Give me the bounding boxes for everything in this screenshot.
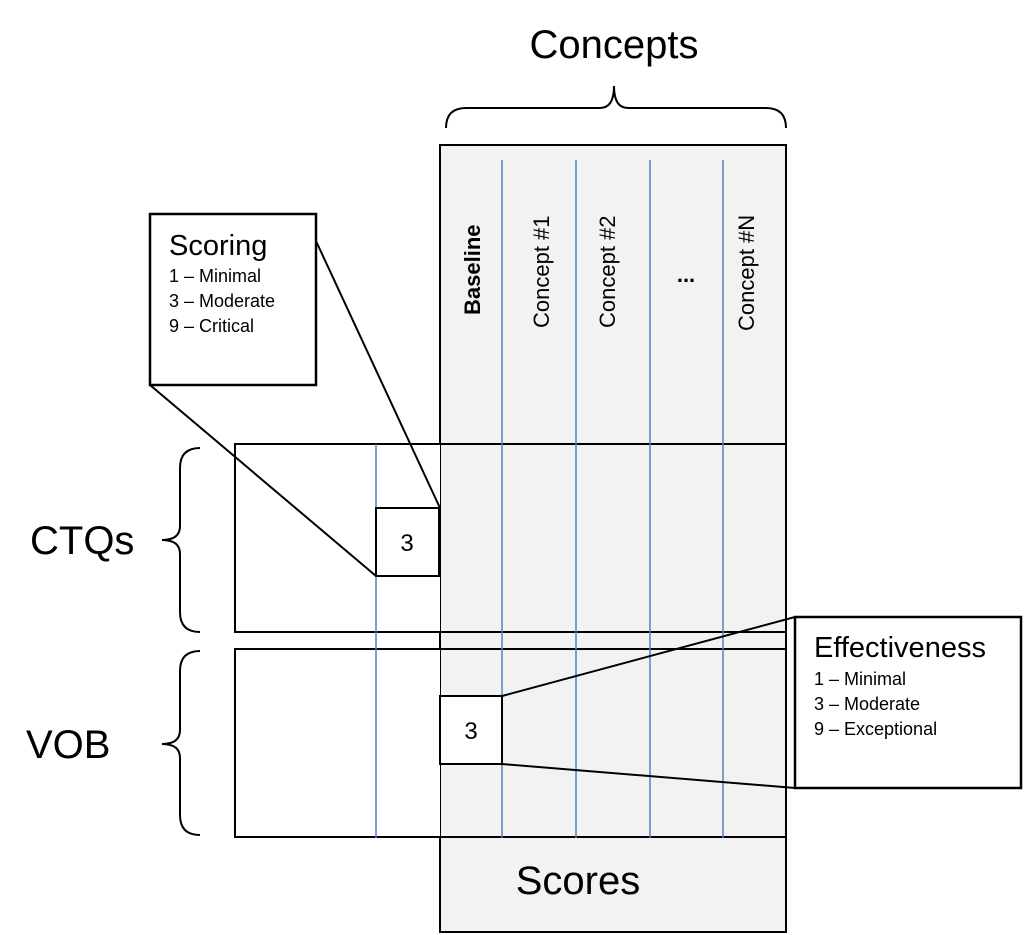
scores-label: Scores: [516, 859, 641, 903]
effectiveness-callout-line-top: [501, 616, 796, 697]
ctqs-brace: [161, 447, 201, 633]
ctq-importance-cell: [375, 507, 440, 577]
vob-effectiveness-cell: [439, 695, 503, 765]
effectiveness-item-1: 1 – Minimal: [814, 669, 906, 689]
scoring-callout-line-bottom: [149, 384, 377, 577]
vob-row-left: [235, 649, 440, 837]
effectiveness-item-3: 3 – Moderate: [814, 694, 920, 714]
ctqs-label: CTQs: [30, 519, 134, 563]
vob-label: VOB: [26, 723, 110, 767]
scoring-title: Scoring: [169, 230, 267, 262]
concepts-title: Concepts: [530, 23, 699, 67]
scoring-callout-line-top: [315, 240, 441, 509]
column-header-concept-1: Concept #1: [529, 215, 554, 328]
scoring-item-9: 9 – Critical: [169, 316, 254, 336]
column-header-concept-n: Concept #N: [734, 215, 759, 331]
scoring-box: [148, 212, 318, 387]
concepts-panel: [439, 144, 787, 933]
vob-brace: [161, 650, 201, 836]
scoring-item-1: 1 – Minimal: [169, 266, 261, 286]
column-header-concept-2: Concept #2: [595, 215, 620, 328]
effectiveness-box: [793, 615, 1023, 790]
ctqs-row: [234, 443, 787, 633]
effectiveness-item-9: 9 – Exceptional: [814, 719, 937, 739]
effectiveness-callout-line-bottom: [501, 763, 796, 789]
vob-effectiveness-value: 3: [464, 718, 477, 745]
effectiveness-title: Effectiveness: [814, 632, 986, 664]
concepts-brace: [445, 85, 787, 129]
vob-row: [234, 648, 787, 838]
ctq-importance-value: 3: [400, 530, 413, 557]
column-header-baseline: Baseline: [460, 225, 485, 316]
scoring-item-3: 3 – Moderate: [169, 291, 275, 311]
column-header-ellipsis: ...: [677, 262, 695, 287]
